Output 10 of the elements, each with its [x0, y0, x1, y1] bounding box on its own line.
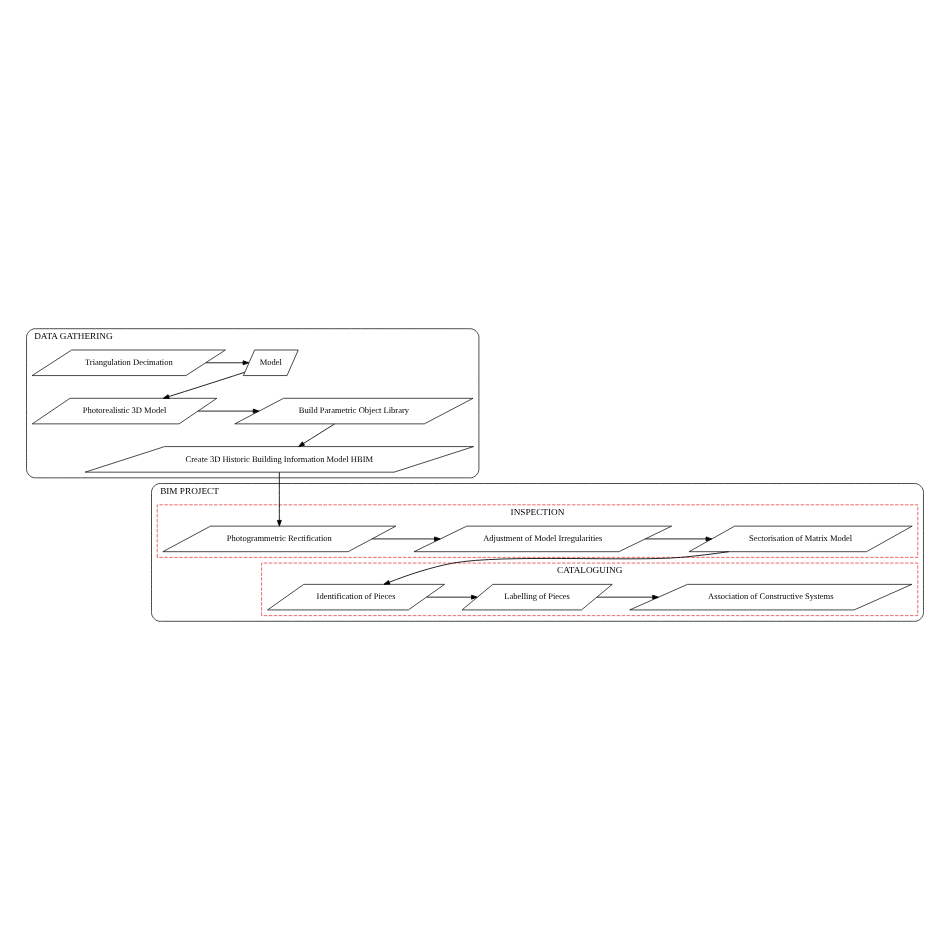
arrow [643, 535, 712, 541]
arrow [204, 359, 249, 365]
arrow [382, 550, 729, 584]
arrow [425, 593, 477, 599]
arrow [196, 407, 259, 413]
arrow [595, 593, 658, 599]
arrow [275, 470, 281, 526]
arrow [370, 535, 440, 541]
arrow [297, 422, 334, 446]
arrow [161, 370, 245, 398]
